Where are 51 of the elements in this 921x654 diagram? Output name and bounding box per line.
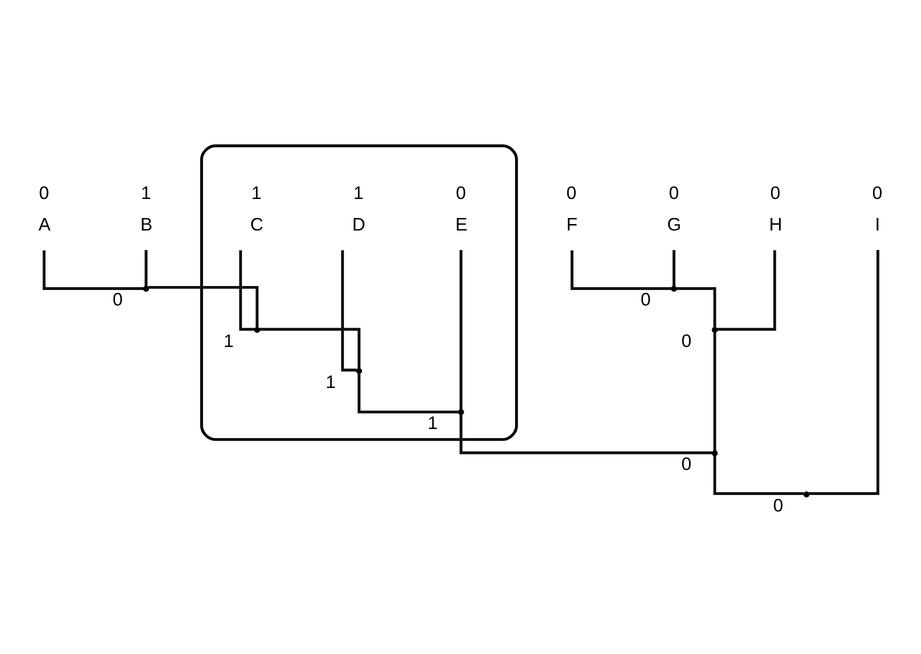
node-point <box>711 450 718 456</box>
connector <box>570 250 671 290</box>
node-text: C <box>250 214 263 235</box>
node-text: D <box>352 214 365 235</box>
node-label: 0 <box>640 290 650 310</box>
node-label: 0 <box>680 330 691 351</box>
node-label: 0 <box>112 290 122 310</box>
node-text: G <box>666 214 681 235</box>
node-text: I <box>874 214 880 235</box>
connector <box>238 250 254 331</box>
node-text: F <box>566 214 577 235</box>
node-label: 1 <box>427 413 438 434</box>
connector <box>808 250 879 495</box>
connector <box>144 250 147 286</box>
node-label: 0 <box>872 182 882 203</box>
connector <box>716 250 776 331</box>
node-point <box>711 326 718 333</box>
node-label: 1 <box>325 372 336 392</box>
node-point <box>670 286 676 292</box>
cluster <box>200 144 518 441</box>
node-label: 1 <box>250 182 262 203</box>
connector <box>148 286 258 328</box>
connector <box>340 250 356 372</box>
node-label: 0 <box>668 182 678 203</box>
connector <box>357 374 458 414</box>
connector <box>42 250 144 290</box>
connector <box>676 287 716 328</box>
connector <box>259 328 360 368</box>
node-text: E <box>454 214 467 235</box>
node-label: 0 <box>770 182 780 203</box>
node-label: 1 <box>223 330 234 351</box>
node-label: 0 <box>455 182 466 203</box>
node-label: 0 <box>680 454 691 474</box>
node-label: 0 <box>772 495 783 516</box>
node-label: 0 <box>566 182 576 203</box>
node-point <box>142 286 149 292</box>
node-text: B <box>140 214 152 235</box>
node-point <box>254 326 260 333</box>
node-text: H <box>768 214 782 235</box>
node-point <box>356 368 362 374</box>
node-text: A <box>38 214 50 235</box>
connector <box>712 456 804 495</box>
connector <box>459 250 462 410</box>
connector <box>672 250 675 286</box>
node-label: 0 <box>38 182 49 203</box>
connector <box>459 414 712 454</box>
node-label: 1 <box>352 182 363 203</box>
connector <box>712 332 716 451</box>
node-label: 1 <box>140 182 151 203</box>
node-point <box>457 409 464 416</box>
node-point <box>803 491 810 498</box>
